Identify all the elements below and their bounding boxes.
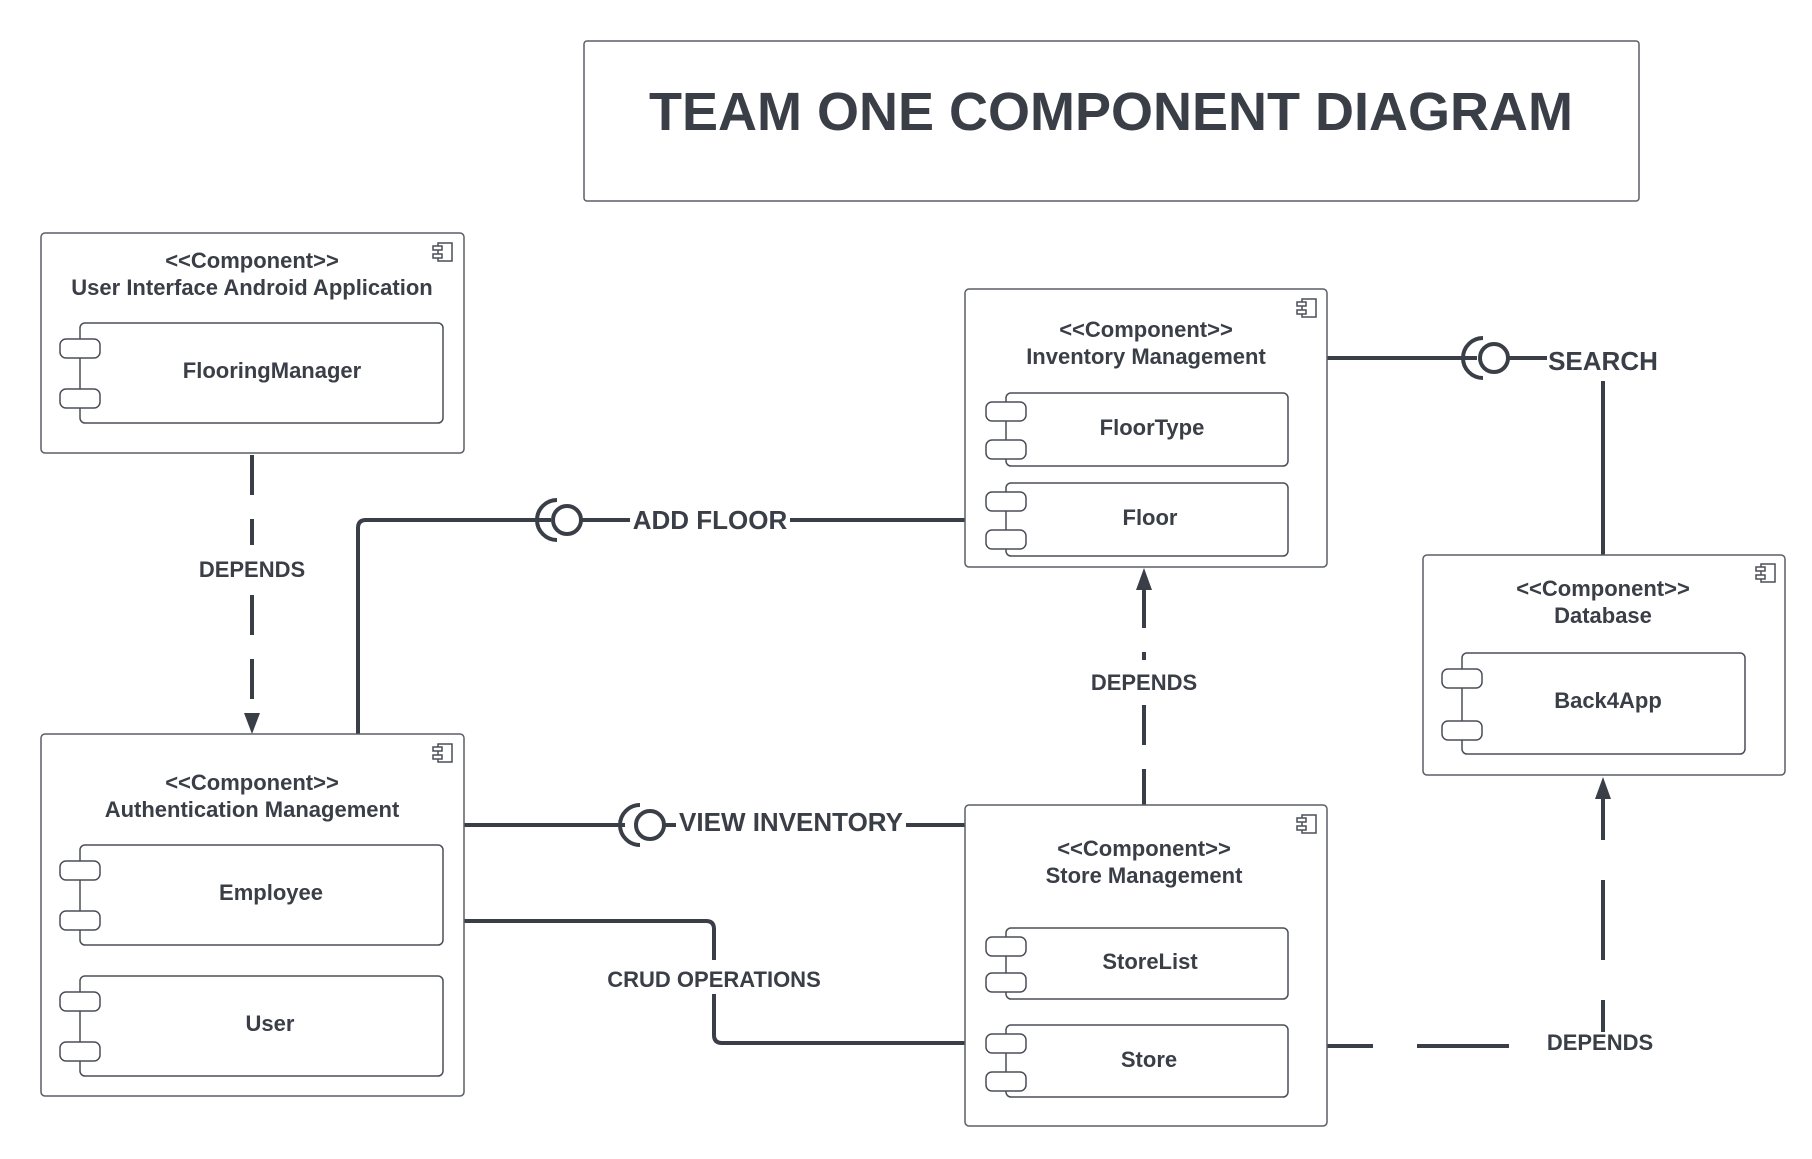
label-depends-ui-auth: DEPENDS — [199, 557, 305, 582]
component-ui-android-app: <<Component>> User Interface Android App… — [40, 232, 465, 454]
arrowhead-icon — [244, 713, 260, 734]
part-name: FloorType — [1100, 415, 1205, 440]
part-store: Store — [985, 1024, 1289, 1098]
stereotype-label: <<Component>> — [165, 770, 339, 795]
title-box: TEAM ONE COMPONENT DIAGRAM — [583, 40, 1640, 202]
part-back4app: Back4App — [1441, 652, 1746, 755]
lollipop-icon — [551, 504, 583, 536]
part-name: FlooringManager — [183, 358, 362, 383]
component-icon — [1296, 814, 1317, 834]
dependency-ui-to-auth: DEPENDS — [199, 455, 305, 734]
association-crud-operations: CRUD OPERATIONS — [443, 919, 985, 1045]
part-employee: Employee — [59, 844, 444, 946]
part-name: Employee — [219, 880, 323, 905]
part-floor-type: FloorType — [985, 392, 1289, 467]
label-depends-store-database: DEPENDS — [1547, 1030, 1653, 1055]
component-authentication-management: <<Component>> Authentication Management … — [40, 733, 465, 1097]
arrowhead-icon — [1136, 568, 1152, 590]
arrowhead-icon — [1595, 777, 1611, 799]
lollipop-icon — [634, 809, 666, 841]
component-name: Database — [1554, 603, 1652, 628]
interface-search: SEARCH — [1327, 336, 1658, 555]
component-name: Inventory Management — [1026, 344, 1266, 369]
component-name: Authentication Management — [105, 797, 400, 822]
component-name: Store Management — [1046, 863, 1243, 888]
dependency-store-to-inventory: DEPENDS — [1091, 568, 1197, 805]
diagram-title: TEAM ONE COMPONENT DIAGRAM — [649, 82, 1573, 142]
label-depends-store-inventory: DEPENDS — [1091, 670, 1197, 695]
stereotype-label: <<Component>> — [1057, 836, 1231, 861]
part-user: User — [59, 975, 444, 1077]
component-database: <<Component>> Database Back4App — [1422, 554, 1786, 776]
interface-view-inventory: VIEW INVENTORY — [464, 803, 965, 847]
label-add-floor: ADD FLOOR — [633, 505, 788, 535]
part-name: Floor — [1123, 505, 1178, 530]
component-icon — [432, 242, 453, 262]
part-name: Back4App — [1554, 688, 1662, 713]
part-name: StoreList — [1102, 949, 1198, 974]
component-icon — [432, 743, 453, 763]
lollipop-icon — [1478, 342, 1510, 374]
stereotype-label: <<Component>> — [165, 248, 339, 273]
part-flooring-manager: FlooringManager — [59, 322, 444, 424]
label-view-inventory: VIEW INVENTORY — [679, 807, 903, 837]
stereotype-label: <<Component>> — [1059, 317, 1233, 342]
label-crud-operations: CRUD OPERATIONS — [607, 967, 821, 992]
label-search: SEARCH — [1548, 346, 1658, 376]
component-icon — [1755, 563, 1776, 583]
part-floor: Floor — [985, 482, 1289, 557]
stereotype-label: <<Component>> — [1516, 576, 1690, 601]
component-name: User Interface Android Application — [71, 275, 432, 300]
dependency-store-to-database: DEPENDS — [1327, 777, 1653, 1055]
component-store-management: <<Component>> Store Management StoreList… — [964, 804, 1328, 1127]
component-icon — [1296, 298, 1317, 318]
component-inventory-management: <<Component>> Inventory Management Floor… — [964, 288, 1328, 568]
part-store-list: StoreList — [985, 927, 1289, 1000]
interface-add-floor: ADD FLOOR — [356, 498, 965, 734]
part-name: Store — [1121, 1047, 1177, 1072]
part-name: User — [246, 1011, 295, 1036]
